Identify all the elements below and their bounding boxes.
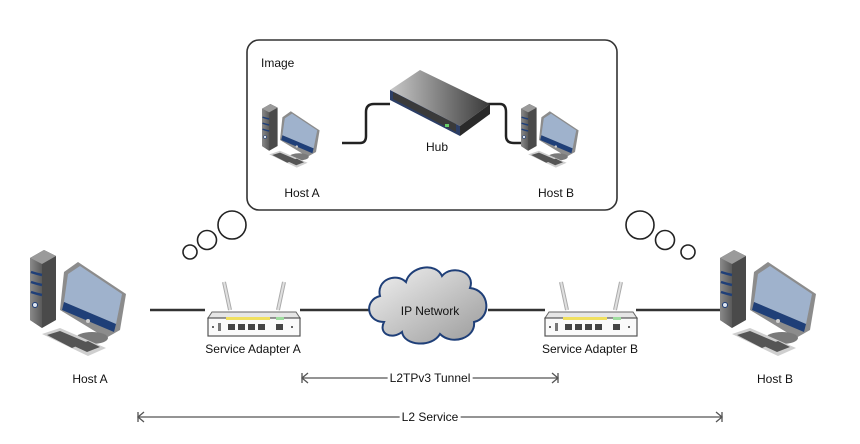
host-b-label: Host B [756,372,794,386]
image-box [246,39,618,211]
image-host-a-label: Host A [284,186,320,200]
service-label: L2 Service [399,410,461,424]
cloud-label: IP Network [400,304,460,318]
tunnel-label: L2TPv3 Tunnel [387,371,473,385]
image-box-title: Image [261,56,295,70]
adapter-b-label: Service Adapter B [541,342,639,356]
cloud-icon [368,266,488,345]
desktop-computer-icon [28,248,128,358]
adapter-a-label: Service Adapter A [205,342,301,356]
thought-bubble-icon-left [182,210,247,260]
host-a-label: Host A [72,372,108,386]
image-host-b-label: Host B [537,186,575,200]
router-icon [543,280,639,338]
cable-hub-host-b [486,102,524,145]
hub-label: Hub [425,140,449,154]
hub-switch-icon [390,70,490,136]
desktop-computer-icon [718,248,818,358]
thought-bubble-icon-right [625,210,696,260]
router-icon [206,280,302,338]
cable-host-a-hub [342,102,390,145]
